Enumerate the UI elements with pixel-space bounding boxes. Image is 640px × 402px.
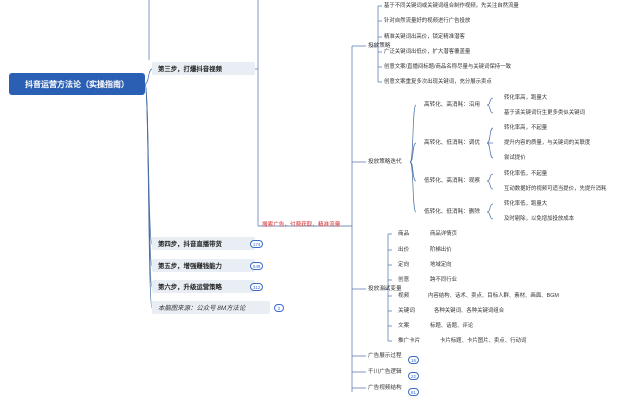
group-test-variables[interactable]: 投放测试变量 (368, 286, 402, 292)
test-var-label[interactable]: 定向 (398, 262, 410, 268)
step-4-count-badge[interactable]: 174 (250, 240, 264, 248)
source-note-node[interactable]: 本脑图来源：公众号 8M方法论 (152, 301, 270, 314)
placement-item[interactable]: 基于不同关键词或关键词组合制作视频，先关注自然流量 (384, 3, 519, 9)
test-var-value[interactable]: 商品详情页 (430, 231, 457, 237)
test-var-value[interactable]: 卡片标题、卡片图片、卖点、行动词 (440, 338, 527, 344)
step-6-node[interactable]: 第六步，升级运营策略 (152, 280, 255, 293)
iteration-category[interactable]: 高转化、低消耗：调优 (424, 140, 480, 146)
qianchuan-count-badge[interactable]: 22 (408, 372, 419, 380)
placement-item[interactable]: 精准关键词出高价，锁定精准潜客 (384, 34, 465, 40)
iteration-leaf[interactable]: 转化率高，跑量大 (504, 95, 548, 101)
iteration-leaf[interactable]: 提升内容的质量，与关键词的关联度 (504, 140, 591, 146)
test-var-label[interactable]: 推广卡片 (398, 338, 421, 344)
iteration-leaf[interactable]: 及时剔除，以免增加投放成本 (504, 216, 575, 222)
step-5-count-badge[interactable]: 549 (250, 262, 264, 270)
test-var-value[interactable]: 内容结构、话术、卖点、目标人群、素材、画面、BGM (428, 293, 559, 299)
group-qianchuan-logic[interactable]: 千川广告逻辑 (368, 369, 402, 375)
test-var-value[interactable]: 跨不同行业 (430, 277, 457, 283)
group-ad-show-process[interactable]: 广告展示过程 (368, 353, 402, 359)
step-5-node[interactable]: 第五步，增强赚钱能力 (152, 259, 255, 272)
root-node[interactable]: 抖音运营方法论（实操指南） (9, 73, 145, 95)
placement-item[interactable]: 广泛关键词出低价，扩大潜客覆盖量 (384, 49, 471, 55)
test-var-label[interactable]: 创意 (398, 277, 410, 283)
group-iteration[interactable]: 投放策略迭代 (368, 159, 402, 165)
placement-item[interactable]: 针对自然流量好的视频进行广告投放 (384, 18, 471, 24)
step-4-node[interactable]: 第四步，抖音直播带货 (152, 237, 255, 250)
iteration-category[interactable]: 高转化、高消耗：沿用 (424, 102, 480, 108)
source-count-badge[interactable]: 2 (274, 304, 284, 312)
video-structure-count-badge[interactable]: 81 (408, 388, 419, 396)
iteration-leaf[interactable]: 尝试提价 (504, 155, 526, 161)
iteration-category[interactable]: 低转化、低消耗：删除 (424, 209, 480, 215)
search-ads-label[interactable]: 搜索广告，付费获取，精准流量 (262, 222, 341, 228)
test-var-label[interactable]: 出价 (398, 247, 410, 253)
ad-show-count-badge[interactable]: 16 (408, 356, 419, 364)
test-var-label[interactable]: 文案 (398, 323, 410, 329)
group-video-structure[interactable]: 广告视频结构 (368, 385, 402, 391)
iteration-leaf[interactable]: 转化率高，不起量 (504, 125, 548, 131)
iteration-leaf[interactable]: 互动数据好的视频可适当提价，先提升消耗 (504, 186, 607, 192)
step-6-count-badge[interactable]: 312 (250, 283, 264, 291)
test-var-label[interactable]: 视频 (398, 293, 410, 299)
placement-item[interactable]: 创意文案/直播间标题/商品名称尽量与关键词保持一致 (384, 64, 511, 70)
iteration-category[interactable]: 低转化、高消耗：观察 (424, 178, 480, 184)
test-var-value[interactable]: 地域定向 (430, 262, 452, 268)
test-var-value[interactable]: 标题、话题、评论 (430, 323, 474, 329)
test-var-label[interactable]: 关键词 (398, 308, 415, 314)
iteration-leaf[interactable]: 基于该关键词衍生更多类似关键词 (504, 110, 585, 116)
group-placement[interactable]: 投放策略 (368, 43, 391, 49)
step-3-node[interactable]: 第三步，打爆抖音视频 (152, 62, 255, 75)
iteration-leaf[interactable]: 转化率低，不起量 (504, 171, 548, 177)
test-var-label[interactable]: 商品 (398, 231, 410, 237)
test-var-value[interactable]: 阶梯出价 (430, 247, 452, 253)
placement-item[interactable]: 创意文案重复多次出现关键词，充分展示卖点 (384, 79, 492, 85)
iteration-leaf[interactable]: 转化率低，跑量大 (504, 201, 548, 207)
test-var-value[interactable]: 各种关键词、各种关键词组合 (434, 308, 505, 314)
